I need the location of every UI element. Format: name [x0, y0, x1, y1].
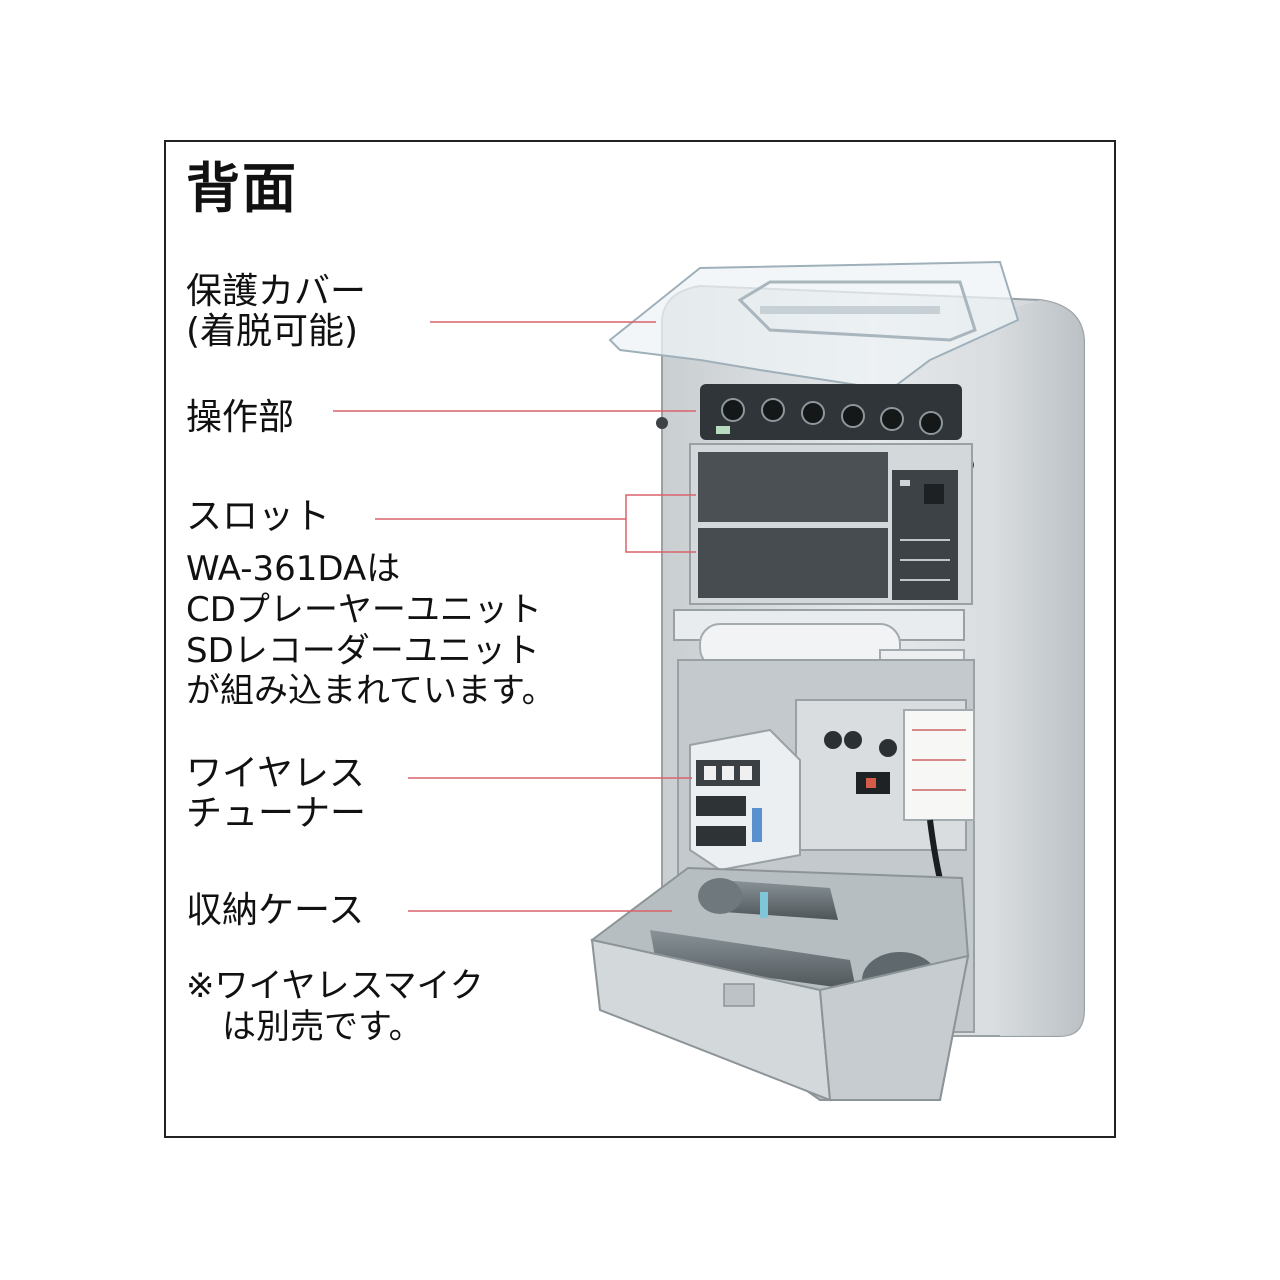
leader-slot — [375, 494, 696, 520]
storage-note: ※ワイヤレスマイク は別売です。 — [186, 966, 484, 1048]
slot-area — [689, 443, 973, 605]
label-slot: スロット — [186, 496, 331, 537]
label-protective-cover-line1: 保護カバー — [186, 271, 367, 312]
label-controls: 操作部 — [186, 397, 295, 438]
protective-cover — [608, 260, 1020, 392]
slot-note: WA-361DAは CDプレーヤーユニット SDレコーダーユニット が組み込まれ… — [186, 549, 556, 712]
label-wireless-tuner: ワイヤレス チューナー — [186, 753, 367, 835]
page-title: 背面 — [186, 157, 298, 220]
storage-case — [590, 866, 970, 1102]
label-storage-case: 収納ケース — [186, 890, 365, 931]
label-wireless-tuner-line2: チューナー — [186, 793, 367, 835]
label-wireless-tuner-line1: ワイヤレス — [186, 753, 365, 794]
slot-note-line: CDプレーヤーユニット — [186, 589, 542, 630]
slot-note-line: WA-361DAは — [186, 549, 401, 589]
leader-slot-lower — [625, 519, 696, 553]
label-protective-cover: 保護カバー (着脱可能) — [186, 271, 367, 353]
control-panel — [700, 384, 962, 440]
leader-lines — [333, 321, 696, 912]
label-protective-cover-line2: (着脱可能) — [186, 311, 359, 353]
wireless-tuner — [689, 728, 801, 872]
storage-note-line: ※ワイヤレスマイク — [186, 966, 484, 1006]
slot-note-line: SDレコーダーユニット — [186, 630, 540, 671]
slot-note-line: が組み込まれています。 — [186, 671, 556, 712]
storage-note-line: は別売です。 — [222, 1006, 423, 1047]
